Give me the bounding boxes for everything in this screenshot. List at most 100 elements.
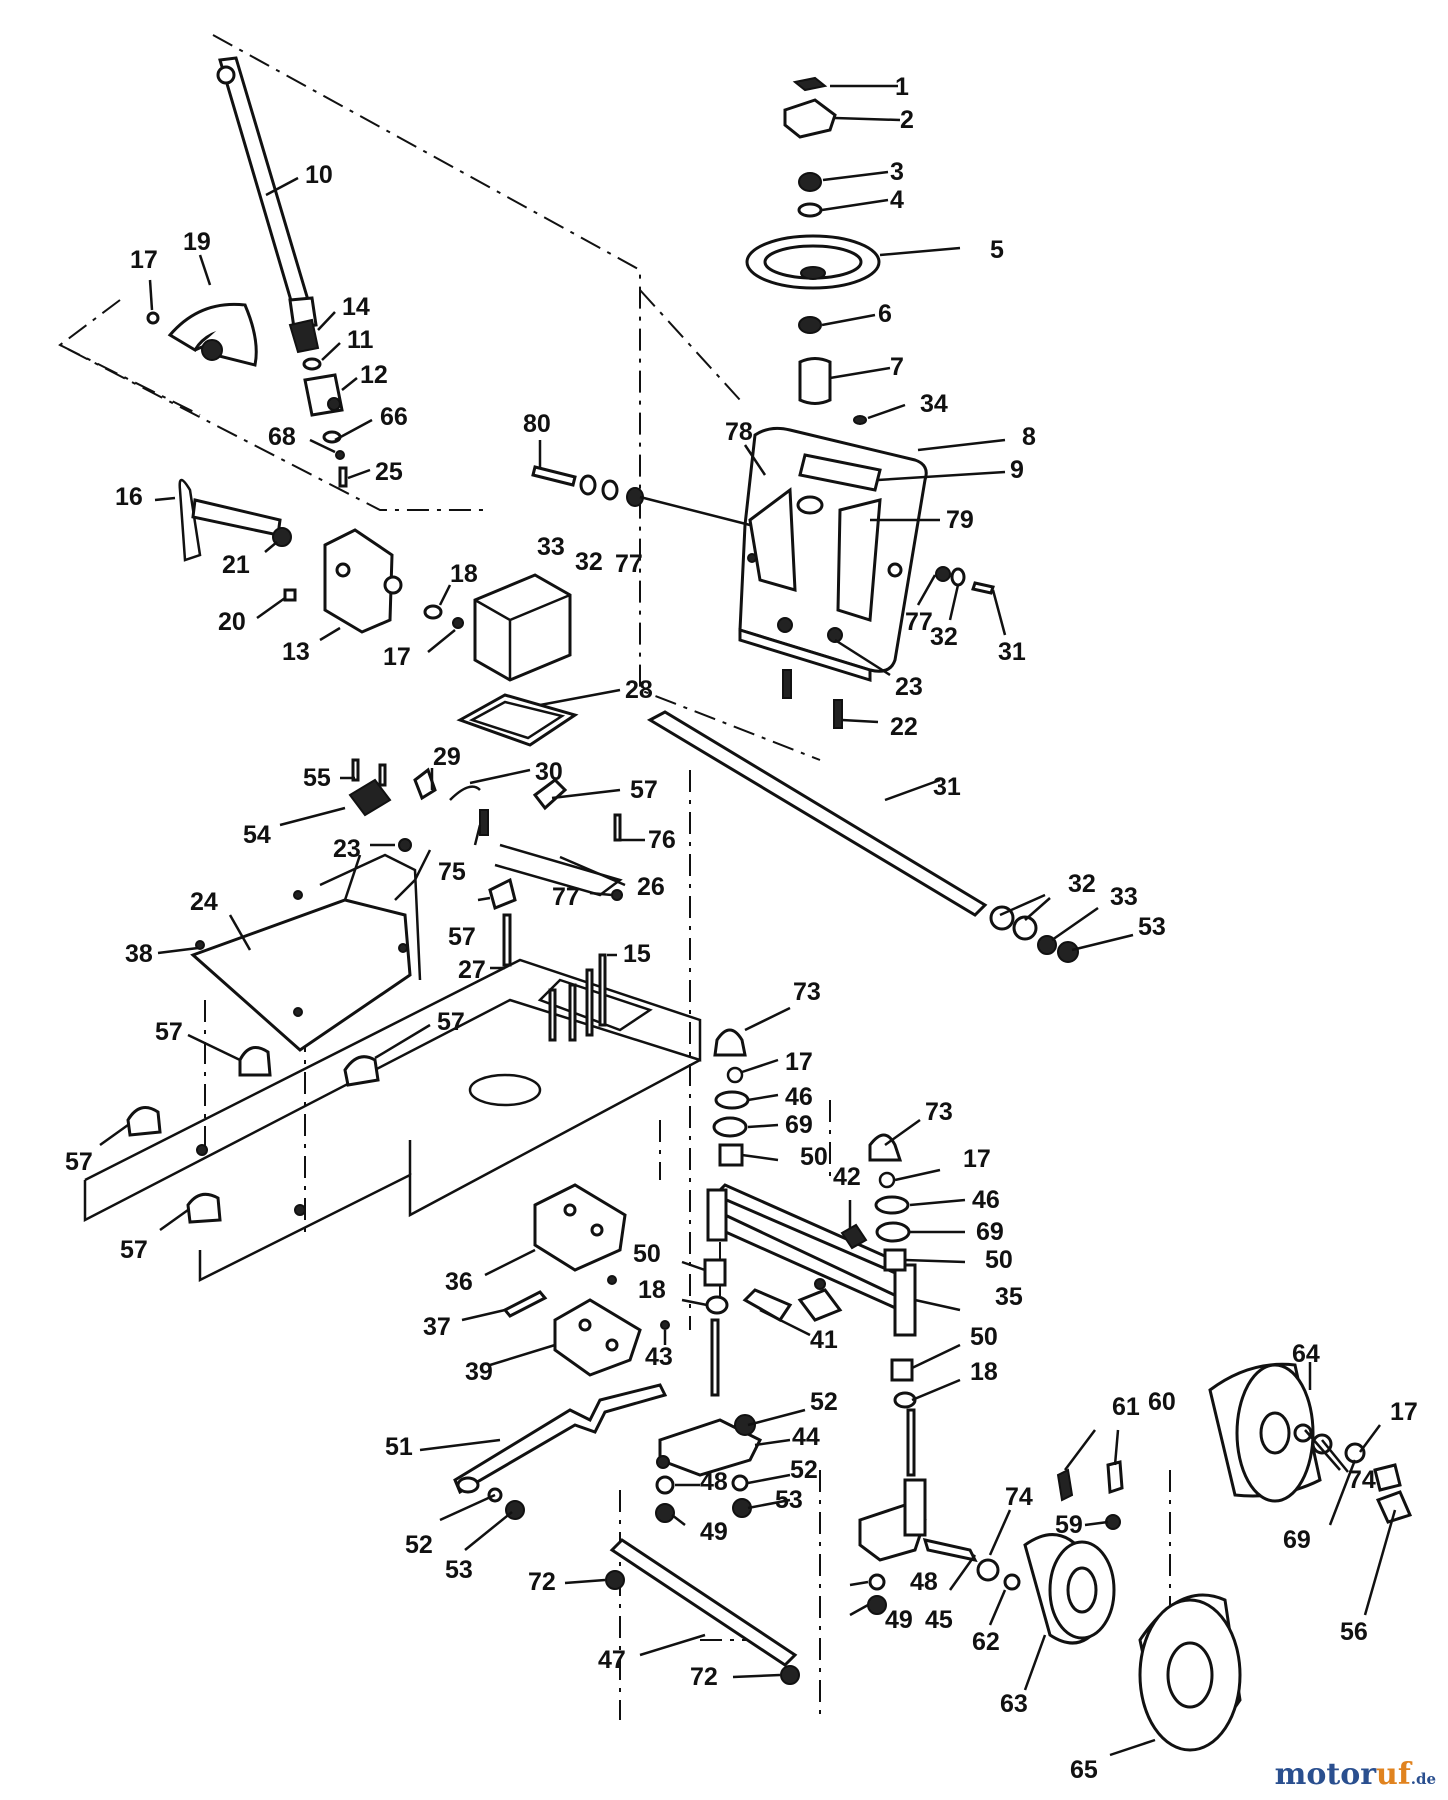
- callout-78: 78: [725, 418, 753, 446]
- callout-52a: 52: [810, 1388, 838, 1416]
- callout-13: 13: [282, 638, 310, 666]
- callout-49b: 49: [885, 1606, 913, 1634]
- callout-73b: 73: [925, 1098, 953, 1126]
- callout-18b: 18: [638, 1276, 666, 1304]
- callout-51: 51: [385, 1433, 413, 1461]
- callout-21: 21: [222, 551, 250, 579]
- callout-17c: 17: [785, 1048, 813, 1076]
- callout-4: 4: [890, 186, 904, 214]
- callout-46b: 46: [972, 1186, 1000, 1214]
- callout-80: 80: [523, 410, 551, 438]
- callout-27: 27: [458, 956, 486, 984]
- callout-30: 30: [535, 758, 563, 786]
- callout-36: 36: [445, 1268, 473, 1296]
- callout-48a: 48: [700, 1468, 728, 1496]
- callout-33b: 33: [1110, 883, 1138, 911]
- callout-45: 45: [925, 1606, 953, 1634]
- upper-small-parts: [348, 693, 623, 967]
- callout-77b: 77: [905, 608, 933, 636]
- left-spindle-stack: [703, 1028, 750, 1397]
- callout-76: 76: [648, 826, 676, 854]
- callout-12: 12: [360, 361, 388, 389]
- dash-fasteners-left: [531, 465, 995, 729]
- callout-77a: 77: [615, 550, 643, 578]
- callout-65: 65: [1070, 1756, 1098, 1784]
- callout-5: 5: [990, 236, 1004, 264]
- callout-6: 6: [878, 300, 892, 328]
- clamps: [126, 1046, 380, 1224]
- right-steering-knuckle: [858, 1478, 978, 1615]
- watermark-logo: motoruf.de: [1275, 1757, 1436, 1792]
- callout-74a: 74: [1005, 1483, 1033, 1511]
- callout-57c: 57: [155, 1018, 183, 1046]
- callout-66: 66: [380, 403, 408, 431]
- callout-20: 20: [218, 608, 246, 636]
- callout-32a: 32: [575, 548, 603, 576]
- callout-32b: 32: [930, 623, 958, 651]
- drag-link-bracket: [178, 478, 572, 682]
- watermark-suffix: .de: [1410, 1770, 1436, 1788]
- callout-42: 42: [833, 1163, 861, 1191]
- callout-50b: 50: [985, 1246, 1013, 1274]
- callout-62: 62: [972, 1628, 1000, 1656]
- callout-35: 35: [995, 1283, 1023, 1311]
- callout-31b: 31: [933, 773, 961, 801]
- callout-41: 41: [810, 1326, 838, 1354]
- callout-57b: 57: [448, 923, 476, 951]
- callout-49a: 49: [700, 1518, 728, 1546]
- callout-44: 44: [792, 1423, 820, 1451]
- callout-53a: 53: [1138, 913, 1166, 941]
- callout-14: 14: [342, 293, 370, 321]
- callout-3: 3: [890, 158, 904, 186]
- watermark-part1: motor: [1274, 1757, 1377, 1792]
- callout-18c: 18: [970, 1358, 998, 1386]
- callout-34: 34: [920, 390, 948, 418]
- callout-9: 9: [1010, 456, 1024, 484]
- axle-brackets: [502, 1183, 670, 1377]
- callout-57e: 57: [65, 1148, 93, 1176]
- callout-33a: 33: [537, 533, 565, 561]
- callout-60: 60: [1148, 1388, 1176, 1416]
- callout-56: 56: [1340, 1618, 1368, 1646]
- callout-28: 28: [625, 676, 653, 704]
- callout-63: 63: [1000, 1690, 1028, 1718]
- callout-79: 79: [946, 506, 974, 534]
- callout-59: 59: [1055, 1511, 1083, 1539]
- callout-labels: 1 2 3 4 5 6 7 34 8 9 78 79 80 33 32 77 7…: [65, 73, 1418, 1784]
- callout-2: 2: [900, 106, 914, 134]
- callout-leaders: [99, 84, 1397, 1757]
- callout-17b: 17: [383, 643, 411, 671]
- callout-39: 39: [465, 1358, 493, 1386]
- callout-17a: 17: [130, 246, 158, 274]
- watermark-part2: uf: [1376, 1757, 1411, 1792]
- callout-54: 54: [243, 821, 271, 849]
- steering-shaft: [216, 56, 318, 330]
- callout-52c: 52: [405, 1531, 433, 1559]
- callout-57f: 57: [120, 1236, 148, 1264]
- callout-55: 55: [303, 764, 331, 792]
- callout-19: 19: [183, 228, 211, 256]
- pinion-assembly: [288, 318, 348, 488]
- callout-75: 75: [438, 858, 466, 886]
- wheels: [976, 1362, 1413, 1752]
- callout-25: 25: [375, 458, 403, 486]
- callout-69a: 69: [785, 1111, 813, 1139]
- callout-32c: 32: [1068, 870, 1096, 898]
- callout-72b: 72: [690, 1663, 718, 1691]
- callout-72a: 72: [528, 1568, 556, 1596]
- callout-68: 68: [268, 423, 296, 451]
- callout-16: 16: [115, 483, 143, 511]
- callout-38: 38: [125, 940, 153, 968]
- sector-gear: [146, 302, 258, 367]
- dash-panel: [738, 415, 928, 683]
- tie-bar: [605, 1538, 800, 1685]
- tie-rod: [646, 710, 1079, 963]
- callout-69b: 69: [976, 1218, 1004, 1246]
- callout-50a: 50: [800, 1143, 828, 1171]
- callout-23a: 23: [895, 673, 923, 701]
- callout-77c: 77: [552, 883, 580, 911]
- callout-1: 1: [895, 73, 909, 101]
- callout-24: 24: [190, 888, 218, 916]
- callout-37: 37: [423, 1313, 451, 1341]
